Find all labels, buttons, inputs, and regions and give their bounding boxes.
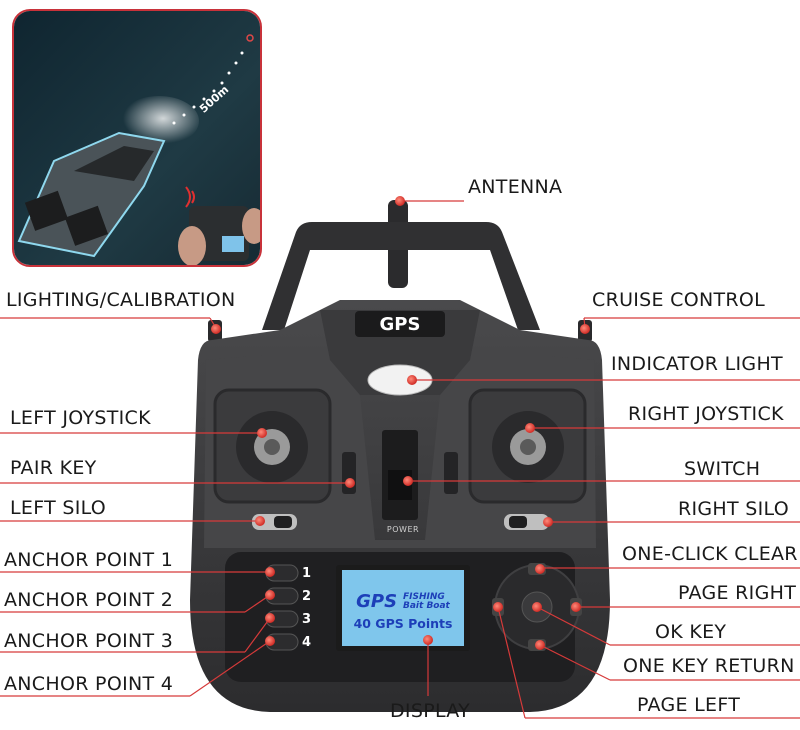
display-brand-fishing: FISHING <box>402 592 445 602</box>
label-one-key-return: ONE KEY RETURN <box>623 655 795 677</box>
page-right-dot <box>571 602 581 612</box>
label-lighting-calibration: LIGHTING/CALIBRATION <box>6 289 236 311</box>
right-silo-dot <box>543 517 553 527</box>
pair-key-dot <box>345 478 355 488</box>
label-pair-key: PAIR KEY <box>10 457 97 479</box>
power-label: POWER <box>386 525 420 534</box>
label-one-click-clear: ONE-CLICK CLEAR <box>622 543 798 565</box>
clear-dot <box>535 564 545 574</box>
label-cruise-control: CRUISE CONTROL <box>592 289 766 311</box>
lcd-display <box>342 570 464 646</box>
lighting-dot <box>211 324 221 334</box>
right-joystick-dot <box>525 423 535 433</box>
label-anchor-point-2: ANCHOR POINT 2 <box>4 589 174 611</box>
label-right-silo: RIGHT SILO <box>678 498 789 520</box>
return-dot <box>535 640 545 650</box>
destination-pin-icon <box>246 34 254 42</box>
gps-badge-text: GPS <box>379 314 421 335</box>
anchor-1-dot <box>265 567 275 577</box>
anchor-2-dot <box>265 590 275 600</box>
anchor-number-3: 3 <box>302 612 312 627</box>
label-display: DISPLAY <box>390 700 471 722</box>
anchor-4-dot <box>265 636 275 646</box>
label-indicator-light: INDICATOR LIGHT <box>611 353 783 375</box>
label-anchor-point-4: ANCHOR POINT 4 <box>4 673 174 695</box>
label-ok-key: OK KEY <box>655 621 727 643</box>
display-brand-boat: Bait Boat <box>402 601 450 611</box>
label-left-silo: LEFT SILO <box>10 497 107 519</box>
display-brand: GPS FISHING Bait Boat <box>344 592 462 612</box>
carry-handle <box>262 222 540 330</box>
label-antenna: ANTENNA <box>468 176 563 198</box>
antenna-dot <box>395 196 405 206</box>
left-silo-dot <box>255 516 265 526</box>
ok-dot <box>532 602 542 612</box>
left-joystick-dot <box>257 428 267 438</box>
label-page-left: PAGE LEFT <box>637 694 741 716</box>
gps-badge <box>355 311 445 337</box>
callout-dots <box>211 196 590 650</box>
cruise-dot <box>580 324 590 334</box>
bait-boat-inset-image: 500m <box>12 9 262 267</box>
anchor-number-1: 1 <box>302 566 312 581</box>
label-anchor-point-3: ANCHOR POINT 3 <box>4 630 174 652</box>
label-switch: SWITCH <box>684 458 761 480</box>
display-brand-main: GPS <box>356 591 398 612</box>
mode-switch[interactable] <box>444 452 458 494</box>
label-page-right: PAGE RIGHT <box>678 582 797 604</box>
label-anchor-point-1: ANCHOR POINT 1 <box>4 549 174 571</box>
label-left-joystick: LEFT JOYSTICK <box>10 407 151 429</box>
route-chevrons <box>172 51 244 125</box>
callout-lines <box>0 200 800 719</box>
anchor-number-4: 4 <box>302 635 312 650</box>
anchor-number-2: 2 <box>302 589 312 604</box>
display-dot <box>423 635 433 645</box>
page-left-dot <box>493 602 503 612</box>
switch-dot <box>403 476 413 486</box>
anchor-3-dot <box>265 613 275 623</box>
indicator-dot <box>407 375 417 385</box>
display-points-text: 40 GPS Points <box>353 616 453 631</box>
label-right-joystick: RIGHT JOYSTICK <box>628 403 784 425</box>
